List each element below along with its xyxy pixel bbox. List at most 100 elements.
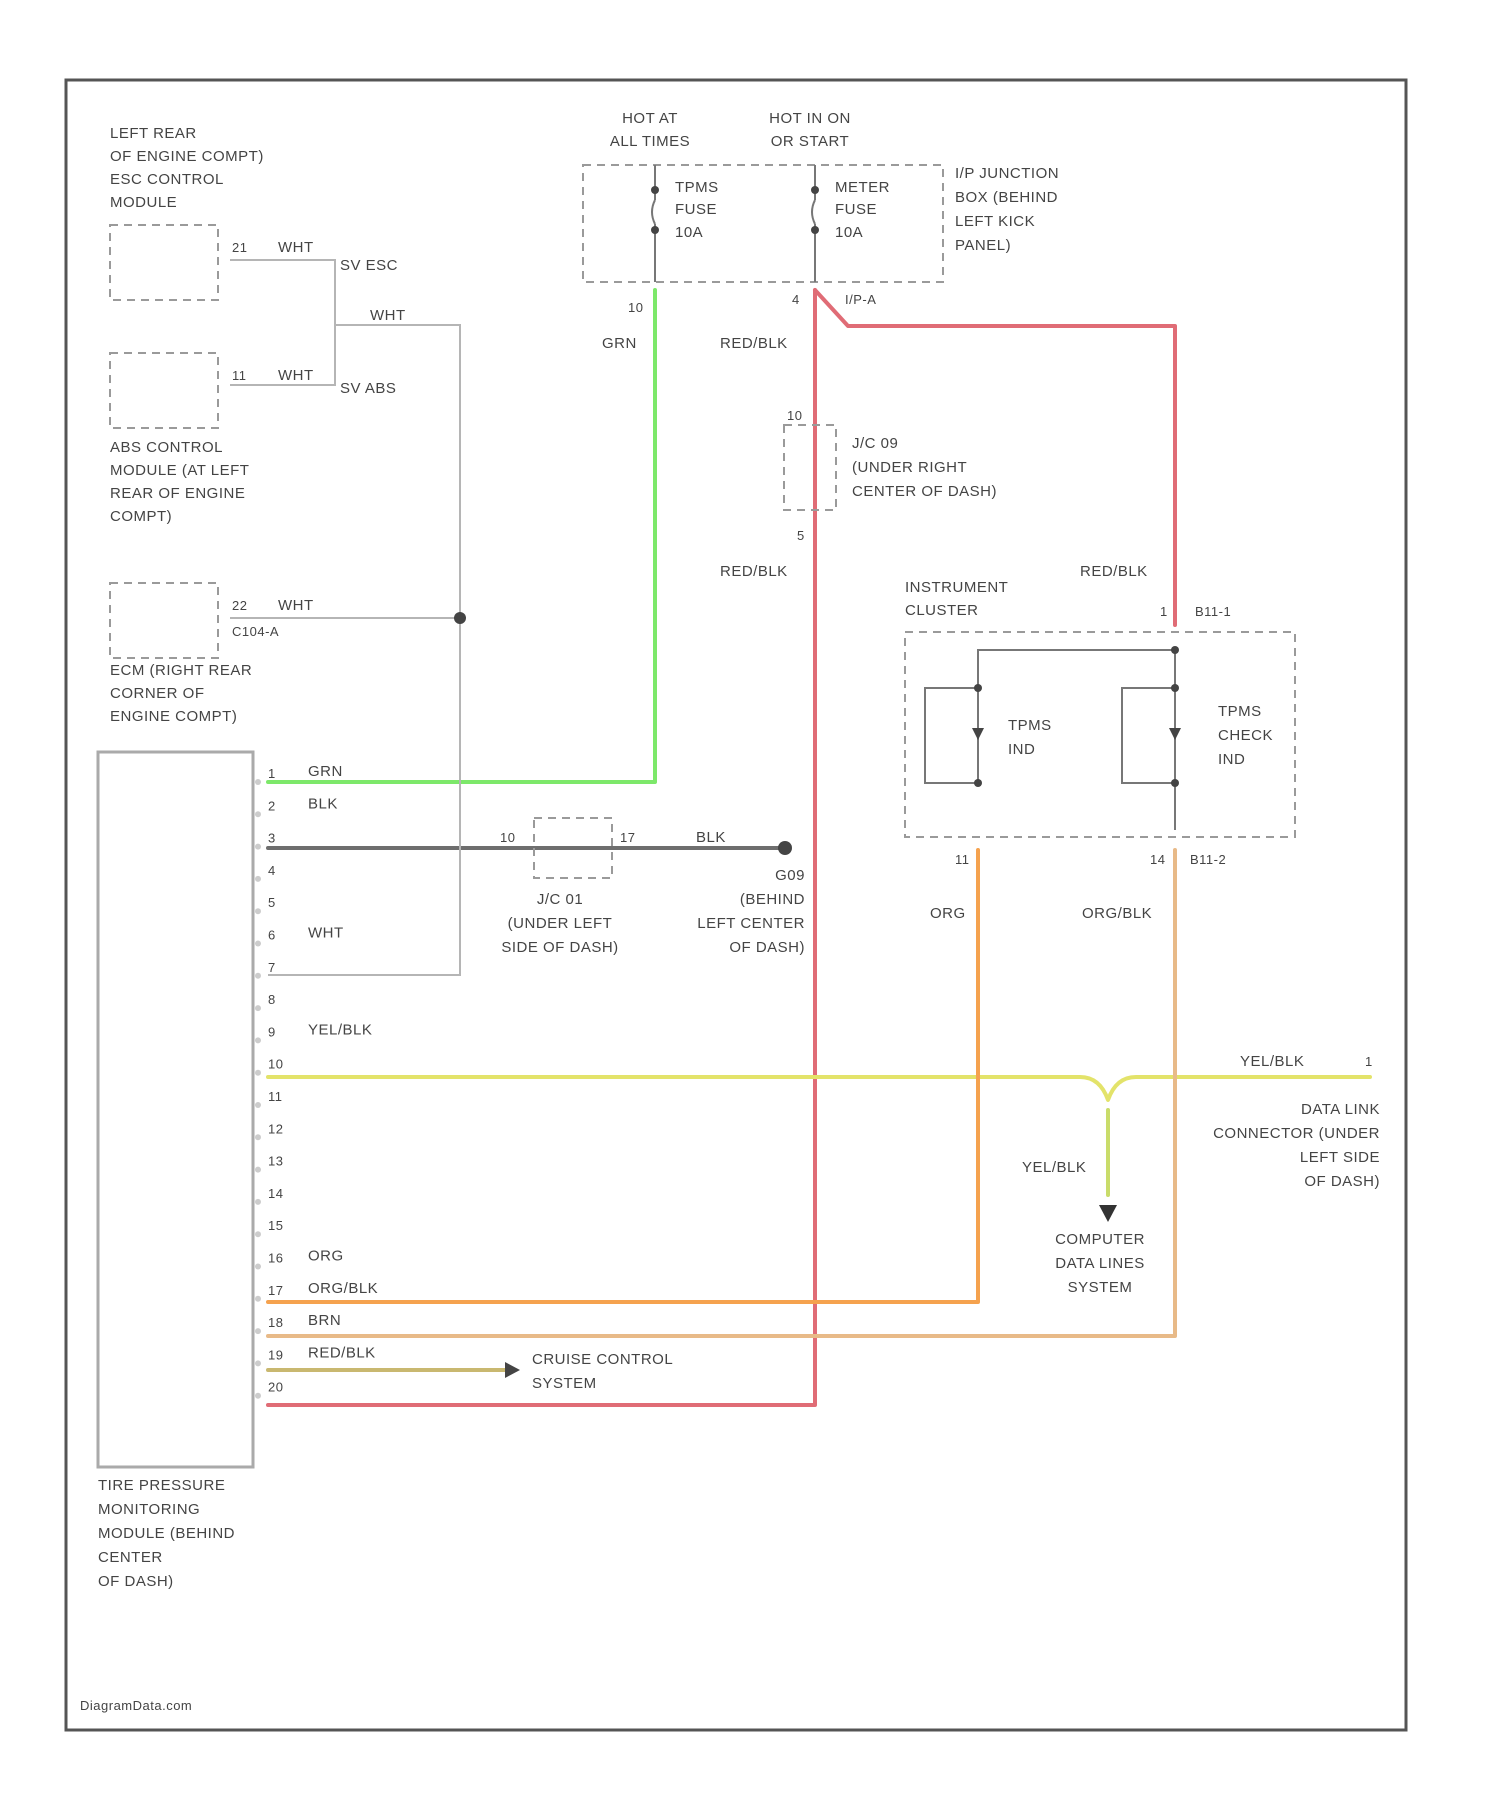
tpms-pin-terminal (255, 1360, 261, 1366)
dlc-label-3: LEFT SIDE (1300, 1149, 1380, 1166)
tpms-pin-terminal (255, 1231, 261, 1237)
ecm-connector: C104-A (232, 624, 279, 639)
jc-01-label-3: SIDE OF DASH) (501, 939, 618, 956)
esc-label-1: LEFT REAR (110, 125, 197, 142)
tpms-pin-number: 16 (268, 1251, 283, 1266)
tpms-pin-terminal (255, 844, 261, 850)
cluster-connector-in: B11-1 (1195, 604, 1231, 619)
jc-01-label-2: (UNDER LEFT (508, 915, 613, 932)
cdl-label-1: COMPUTER (1055, 1231, 1145, 1248)
tpms-check-ind: TPMS CHECK IND (1122, 646, 1273, 787)
esc-signal: SV ESC (340, 257, 398, 274)
label-red-blk-right: RED/BLK (1080, 563, 1148, 580)
cruise-label-1: CRUISE CONTROL (532, 1351, 673, 1368)
tpms-pin-number: 7 (268, 960, 276, 975)
label-org-blk: ORG/BLK (1082, 905, 1152, 922)
cluster-bus (978, 650, 1175, 830)
fuse-meter-pin: 4 (792, 292, 800, 307)
label-yel-blk-right: YEL/BLK (1240, 1053, 1304, 1070)
tpms-pin-terminal (255, 1134, 261, 1140)
cluster-pin-out-right: 14 (1150, 852, 1165, 867)
esc-wire: WHT (278, 239, 314, 256)
tpms-check-ind-node-top (1171, 684, 1179, 692)
tpms-module-box (98, 752, 253, 1467)
ground-label-3: LEFT CENTER (697, 915, 805, 932)
tpms-pin-number: 20 (268, 1380, 283, 1395)
label-grn-top: GRN (602, 335, 637, 352)
tpms-pin-number: 15 (268, 1218, 283, 1233)
label-yel-blk-down: YEL/BLK (1022, 1159, 1086, 1176)
tpms-pin-wire-label: RED/BLK (308, 1344, 376, 1361)
diagram-frame (66, 80, 1406, 1730)
tpms-pin-terminal (255, 1296, 261, 1302)
fuse-tpms-label-1: TPMS (675, 179, 719, 196)
tpms-pin-number: 1 (268, 766, 276, 781)
hot-on-line-1: HOT IN ON (769, 110, 851, 127)
hot-label-line-1: HOT AT (622, 110, 678, 127)
tpms-pin-number: 3 (268, 831, 276, 846)
instrument-cluster-label: INSTRUMENT CLUSTER (905, 579, 1008, 619)
esc-pin: 21 (232, 240, 247, 255)
tpms-ind-node-top (974, 684, 982, 692)
tpms-pin-terminal (255, 811, 261, 817)
tpms-pin-number: 18 (268, 1315, 283, 1330)
fuse-meter-label-2: FUSE (835, 201, 877, 218)
cluster-node-top (1171, 646, 1179, 654)
ground-label-4: OF DASH) (729, 939, 805, 956)
tpms-label-2: MONITORING (98, 1501, 200, 1518)
wire-wht-esc (230, 260, 335, 300)
hot-on-line-2: OR START (771, 133, 849, 150)
tpms-label-5: OF DASH) (98, 1573, 174, 1590)
fuse-tpms-terminal-bottom (651, 226, 659, 234)
cdl-label-2: DATA LINES (1055, 1255, 1144, 1272)
tpms-pin-number: 8 (268, 992, 276, 1007)
abs-label-1: ABS CONTROL (110, 439, 223, 456)
fuse-meter-terminal-bottom (811, 226, 819, 234)
tpms-pin-number: 17 (268, 1283, 283, 1298)
jc-on-pin-top: 10 (787, 408, 802, 423)
wht-splice-label: WHT (370, 307, 406, 324)
ecm-module-label: ECM (RIGHT REAR CORNER OF ENGINE COMPT) (110, 662, 252, 725)
tpms-pin-number: 11 (268, 1089, 283, 1104)
jc-on-box (784, 425, 836, 510)
esc-label-3: ESC CONTROL (110, 171, 224, 188)
wire-yel-blk (268, 1077, 1370, 1100)
tpms-pin-wire-label: WHT (308, 925, 344, 942)
tpms-check-label-1: TPMS (1218, 703, 1262, 720)
tpms-label-1: TIRE PRESSURE (98, 1477, 225, 1494)
meter-fuse: METER FUSE 10A (811, 165, 890, 282)
cdl-label-3: SYSTEM (1068, 1279, 1133, 1296)
abs-label-3: REAR OF ENGINE (110, 485, 245, 502)
fuse-tpms-element (652, 200, 655, 224)
ecm-wire: WHT (278, 597, 314, 614)
fuse-tpms-label-2: FUSE (675, 201, 717, 218)
tpms-pin-wire-label: ORG/BLK (308, 1280, 378, 1297)
esc-module-box (110, 225, 218, 300)
splice-wht-dot (454, 612, 466, 624)
computer-data-lines-label: COMPUTER DATA LINES SYSTEM (1055, 1231, 1145, 1296)
jb-label-4: PANEL) (955, 237, 1011, 254)
fuse-meter-connector: I/P-A (845, 292, 876, 307)
fuse-meter-element (812, 200, 815, 224)
abs-label-2: MODULE (AT LEFT (110, 462, 249, 479)
tpms-pin-wire-label: ORG (308, 1248, 344, 1265)
ground-label-2: (BEHIND (740, 891, 805, 908)
tpms-pin-terminal (255, 779, 261, 785)
ground-label: G09 (BEHIND LEFT CENTER OF DASH) (697, 867, 805, 956)
wire-wht-splice (268, 300, 460, 975)
cluster-label-1: INSTRUMENT (905, 579, 1008, 596)
wire-grn (268, 290, 655, 782)
tpms-pin-wire-label: BRN (308, 1312, 341, 1329)
jc-01-pin-left: 10 (500, 830, 515, 845)
hot-at-all-times-label: HOT AT ALL TIMES (610, 110, 690, 150)
label-blk-ground: BLK (696, 829, 726, 846)
cruise-label-2: SYSTEM (532, 1375, 597, 1392)
jc-on-pin-bottom: 5 (797, 528, 805, 543)
data-link-label: DATA LINK CONNECTOR (UNDER LEFT SIDE OF … (1213, 1101, 1380, 1190)
tpms-check-label-2: CHECK (1218, 727, 1273, 744)
ecm-pin: 22 (232, 598, 247, 613)
dlc-label-4: OF DASH) (1304, 1173, 1380, 1190)
abs-module-box (110, 353, 218, 428)
tpms-check-ind-diode-icon (1169, 728, 1181, 740)
dlc-label-2: CONNECTOR (UNDER (1213, 1125, 1380, 1142)
